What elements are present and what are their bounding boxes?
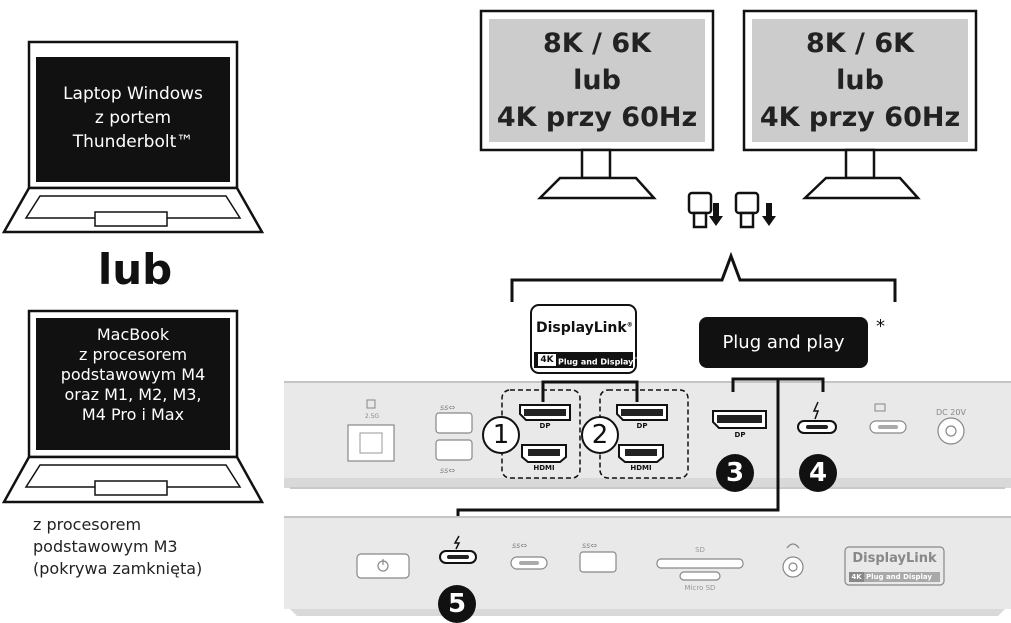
displaylink-reg: ® [626,321,633,329]
svg-text:ss⇔: ss⇔ [440,466,455,475]
displaylink-tag: Plug and Display™ [558,355,638,368]
port-number-4: 4 [799,454,837,492]
windows-line-1: Laptop Windows [63,84,203,104]
dp-label-1: DP [539,422,551,430]
svg-text:ss⇔: ss⇔ [440,403,455,412]
monitor-1-line-2: lub [573,65,621,96]
monitor-2-label: 8K / 6K lub 4K przy 60Hz [752,25,968,136]
or-label: lub [97,245,173,294]
svg-text:ss⇔: ss⇔ [512,541,527,550]
note-line-2: podstawowym M3 [33,537,178,556]
cable-plugs-icon [687,191,776,229]
macbook-line-1: MacBook [96,325,170,344]
macbook-line-4: oraz M1, M2, M3, [64,385,202,404]
bracket-line [510,251,897,302]
monitor-1-line-1: 8K / 6K [542,28,652,59]
laptop-windows-label: Laptop Windows z portem Thunderbolt™ [36,82,230,154]
port-number-3: 3 [716,454,754,492]
microsd-label: Micro SD [684,584,716,592]
note-line-1: z procesorem [33,515,142,534]
laptop-macbook-label: MacBook z procesorem podstawowym M4 oraz… [36,325,230,425]
windows-line-3: Thunderbolt™ [72,132,194,152]
svg-text:ss⇔: ss⇔ [582,541,597,550]
monitor-2-line-3: 4K przy 60Hz [759,102,961,133]
laptop-windows [1,40,265,234]
macbook-line-2: z procesorem [78,345,188,364]
plug-and-play-label: Plug and play [722,332,845,353]
front-displaylink-4k: 4K [851,573,862,581]
monitor-2 [742,9,978,200]
dc-label: DC 20V [936,408,966,417]
monitor-2-line-2: lub [836,65,884,96]
macbook-note: z procesorem podstawowym M3 (pokrywa zam… [33,514,202,580]
dock-back-panel: ss⇔ ss⇔ [284,377,1011,535]
displaylink-tag-text: Plug and Display [558,357,634,367]
hdmi-label-1: HDMI [533,464,555,472]
lan-label: 2.5G [364,413,380,420]
note-line-3: (pokrywa zamknięta) [33,559,203,578]
dp-label-2: DP [636,422,648,430]
macbook-line-3: podstawowym M4 [60,365,206,384]
displaylink-brand: DisplayLink® [536,320,633,336]
dp-label-3: DP [734,431,746,439]
displaylink-4k: 4K [540,355,554,365]
port-number-5: 5 [438,585,476,623]
dock-front-panel: ss⇔ ss⇔ [284,516,1011,616]
front-displaylink-tag: Plug and Display [866,573,932,581]
sd-label: SD [695,546,705,554]
displaylink-brand-text: DisplayLink [536,320,627,336]
displaylink-tm: ™ [633,357,639,363]
hdmi-label-2: HDMI [630,464,652,472]
group-number-2: 2 [581,416,619,454]
front-displaylink-brand: DisplayLink [852,551,937,566]
plug-and-play-asterisk: * [876,316,885,337]
plug-and-play-pill [699,317,868,368]
windows-line-2: z portem [94,108,172,128]
monitor-1-line-3: 4K przy 60Hz [496,102,698,133]
displaylink-badge [530,304,637,374]
monitor-1 [479,9,715,200]
laptop-macbook [1,309,265,504]
monitor-1-label: 8K / 6K lub 4K przy 60Hz [489,25,705,136]
group-number-1: 1 [482,416,520,454]
macbook-line-5: M4 Pro i Max [81,405,185,424]
monitor-2-line-1: 8K / 6K [805,28,915,59]
